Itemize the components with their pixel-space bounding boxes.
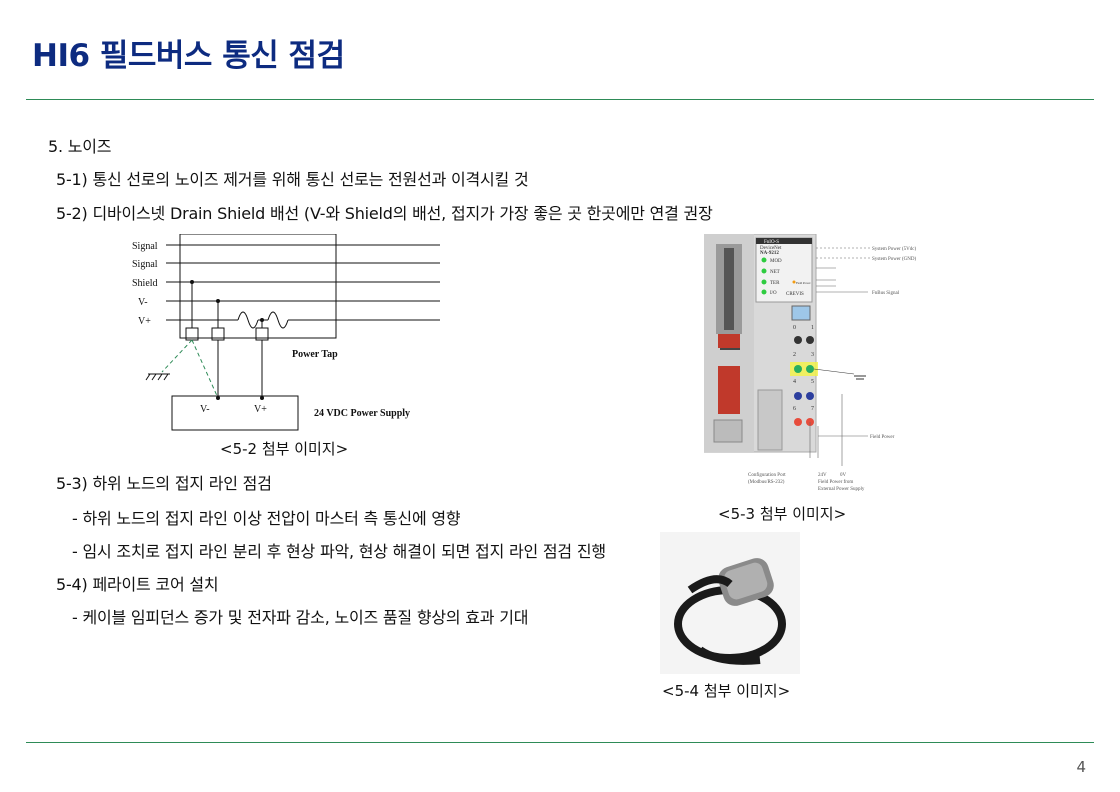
devicenet-module-image: FnIO-S DeviceNet NA-9212 MOD NET TER I/O… <box>704 234 916 492</box>
label-signal-1: Signal <box>132 241 158 252</box>
label-sys-power-5v: System Power (5Vdc) <box>872 247 916 252</box>
caption-5-3: <5-3 첨부 이미지> <box>718 505 847 523</box>
label-power-tap: Power Tap <box>292 349 338 360</box>
item-5-3-detail-2: - 임시 조치로 접지 라인 분리 후 현상 파악, 현상 해결이 되면 접지 … <box>72 542 606 561</box>
item-5-4-detail: - 케이블 임피던스 증가 및 전자파 감소, 노이즈 품질 향상의 효과 기대 <box>72 608 529 627</box>
term-4: 4 <box>793 379 796 385</box>
module-header-1: FnIO-S <box>764 240 779 245</box>
page-title: HI6 필드버스 통신 점검 <box>32 38 345 74</box>
item-5-2: 5-2) 디바이스넷 Drain Shield 배선 (V-와 Shield의 … <box>56 204 713 223</box>
module-model: NA-9212 <box>760 251 779 256</box>
label-signal-2: Signal <box>132 259 158 270</box>
ferrite-core-photo <box>660 532 800 674</box>
bottom-divider <box>26 742 1094 743</box>
field-power-led-label: Field Power <box>796 281 811 285</box>
label-fnbus-signal: FnBus Signal <box>872 291 900 296</box>
label-v-minus: V- <box>138 297 148 308</box>
term-7: 7 <box>811 406 814 412</box>
item-5-3-detail-1: - 하위 노드의 접지 라인 이상 전압이 마스터 측 통신에 영향 <box>72 509 461 528</box>
top-divider <box>26 99 1094 100</box>
label-field-power: Field Power <box>870 435 895 440</box>
led-io: I/O <box>770 291 777 296</box>
led-net: NET <box>770 270 780 275</box>
term-2: 2 <box>793 352 796 358</box>
label-power-supply: 24 VDC Power Supply <box>314 408 410 419</box>
label-external-2: External Power Supply <box>818 487 865 492</box>
label-config-port-2: (Modbus/RS-232) <box>748 480 785 485</box>
label-ps-v-plus: V+ <box>254 404 267 415</box>
term-1: 1 <box>811 325 814 331</box>
item-5-1: 5-1) 통신 선로의 노이즈 제거를 위해 통신 선로는 전원선과 이격시킬 … <box>56 170 529 189</box>
item-5-3: 5-3) 하위 노드의 접지 라인 점검 <box>56 474 272 493</box>
caption-5-4: <5-4 첨부 이미지> <box>662 682 791 700</box>
label-shield: Shield <box>132 278 158 289</box>
label-external-1: Field Power from <box>818 480 853 485</box>
term-5: 5 <box>811 379 814 385</box>
label-0v: 0V <box>840 473 847 478</box>
term-6: 6 <box>793 406 796 412</box>
label-config-port-1: Configuration Port <box>748 473 786 478</box>
label-v-plus: V+ <box>138 316 151 327</box>
label-ps-v-minus: V- <box>200 404 210 415</box>
drain-shield-wiring-diagram: Signal Signal Shield V- V+ Power Tap V- … <box>132 234 440 431</box>
led-mod: MOD <box>770 259 782 264</box>
label-sys-power-gnd: System Power (GND) <box>872 257 916 262</box>
page-number: 4 <box>1076 758 1086 776</box>
led-ter: TER <box>770 281 780 286</box>
module-header-2: DeviceNet <box>760 246 782 251</box>
label-24v: 24V <box>818 473 827 478</box>
item-5-4: 5-4) 페라이트 코어 설치 <box>56 575 219 594</box>
term-0: 0 <box>793 325 796 331</box>
section-heading: 5. 노이즈 <box>48 137 112 156</box>
term-3: 3 <box>811 352 814 358</box>
brand: CREVIS <box>786 292 804 297</box>
caption-5-2: <5-2 첨부 이미지> <box>220 440 349 458</box>
